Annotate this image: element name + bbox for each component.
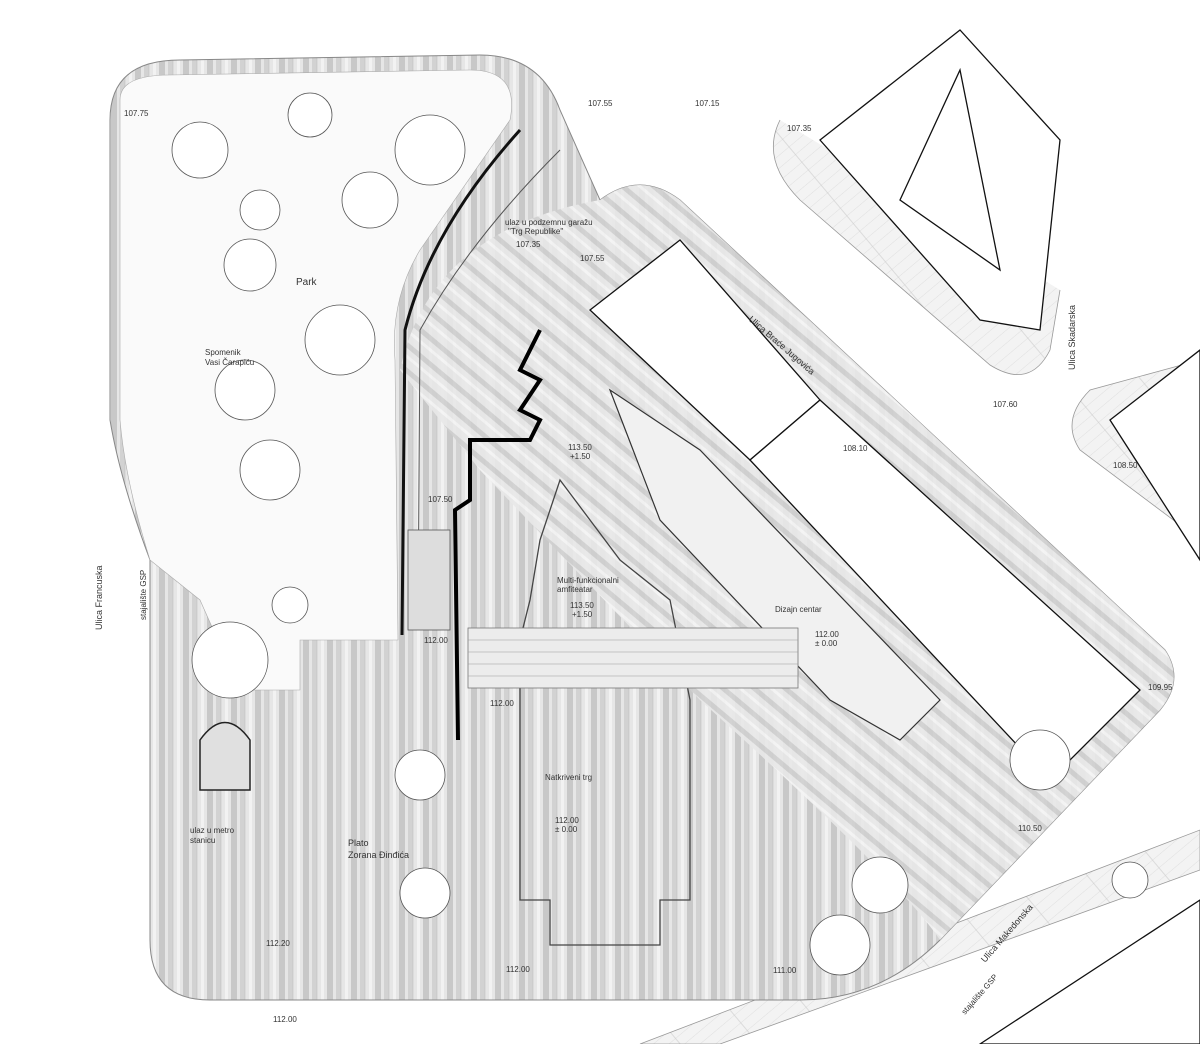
park-area	[119, 69, 512, 691]
svg-text:+1.50: +1.50	[570, 452, 591, 461]
design-center-footprint	[608, 388, 941, 741]
svg-text:112.00: 112.00	[555, 816, 579, 825]
svg-text:± 0.00: ± 0.00	[555, 825, 578, 834]
bus-stop-west: stajalište GSP	[139, 570, 148, 620]
label-park: Park	[296, 277, 318, 288]
svg-text:111.00: 111.00	[773, 966, 797, 975]
label-monument: Vasi Čarapiću	[205, 358, 254, 367]
label-plateau: Zorana Đinđića	[348, 850, 409, 860]
svg-text:112.20: 112.20	[266, 939, 290, 948]
svg-text:110.50: 110.50	[1018, 824, 1042, 833]
svg-text:112.00: 112.00	[815, 630, 839, 639]
amphitheatre-wall	[452, 329, 543, 741]
label-metro-entrance: ulaz u metro	[190, 826, 235, 835]
label-plateau: Plato	[348, 838, 369, 848]
svg-text:± 0.00: ± 0.00	[815, 639, 838, 648]
svg-text:107.15: 107.15	[695, 99, 720, 108]
bus-stop-south: stajalište GSP	[960, 972, 1000, 1016]
svg-text:107.55: 107.55	[580, 254, 605, 263]
label-garage-entrance: "Trg Republike"	[508, 227, 563, 236]
elevation-marks: 107.75 107.55 107.15 107.35 107.35 107.5…	[124, 99, 1173, 1024]
svg-text:107.75: 107.75	[124, 109, 149, 118]
svg-text:112.00: 112.00	[490, 699, 514, 708]
svg-text:107.35: 107.35	[787, 124, 812, 133]
buildings	[589, 29, 1200, 1044]
street-francuska: Ulica Francuska	[94, 565, 104, 630]
garage-ramp-wall	[400, 128, 522, 636]
label-monument: Spomenik	[205, 348, 242, 357]
svg-text:108.10: 108.10	[843, 444, 868, 453]
label-amphitheatre: Multi-funkcionalni	[557, 576, 619, 585]
label-metro-entrance: stanicu	[190, 836, 215, 845]
label-covered-square: Natkriveni trg	[545, 773, 592, 782]
svg-text:112.00: 112.00	[424, 636, 448, 645]
street-skadarska: Ulica Skadarska	[1067, 305, 1077, 370]
covered-square-outline	[519, 478, 691, 946]
svg-text:+1.50: +1.50	[572, 610, 593, 619]
label-design-center: Dizajn centar	[775, 605, 822, 614]
svg-text:108.50: 108.50	[1113, 461, 1138, 470]
trees	[171, 92, 1149, 976]
svg-text:109.95: 109.95	[1148, 683, 1173, 692]
svg-text:107.50: 107.50	[428, 495, 453, 504]
svg-text:112.00: 112.00	[506, 965, 530, 974]
svg-text:107.55: 107.55	[588, 99, 613, 108]
label-amphitheatre: amfiteatar	[557, 585, 593, 594]
bridge	[467, 627, 799, 689]
stairs	[407, 529, 451, 631]
label-garage-entrance: ulaz u podzemnu garažu	[505, 218, 593, 227]
svg-text:113.50: 113.50	[570, 601, 594, 610]
svg-text:107.60: 107.60	[993, 400, 1018, 409]
metro-entrance	[199, 721, 251, 791]
svg-text:113.50: 113.50	[568, 443, 592, 452]
svg-text:112.00: 112.00	[273, 1015, 297, 1024]
svg-text:107.35: 107.35	[516, 240, 541, 249]
